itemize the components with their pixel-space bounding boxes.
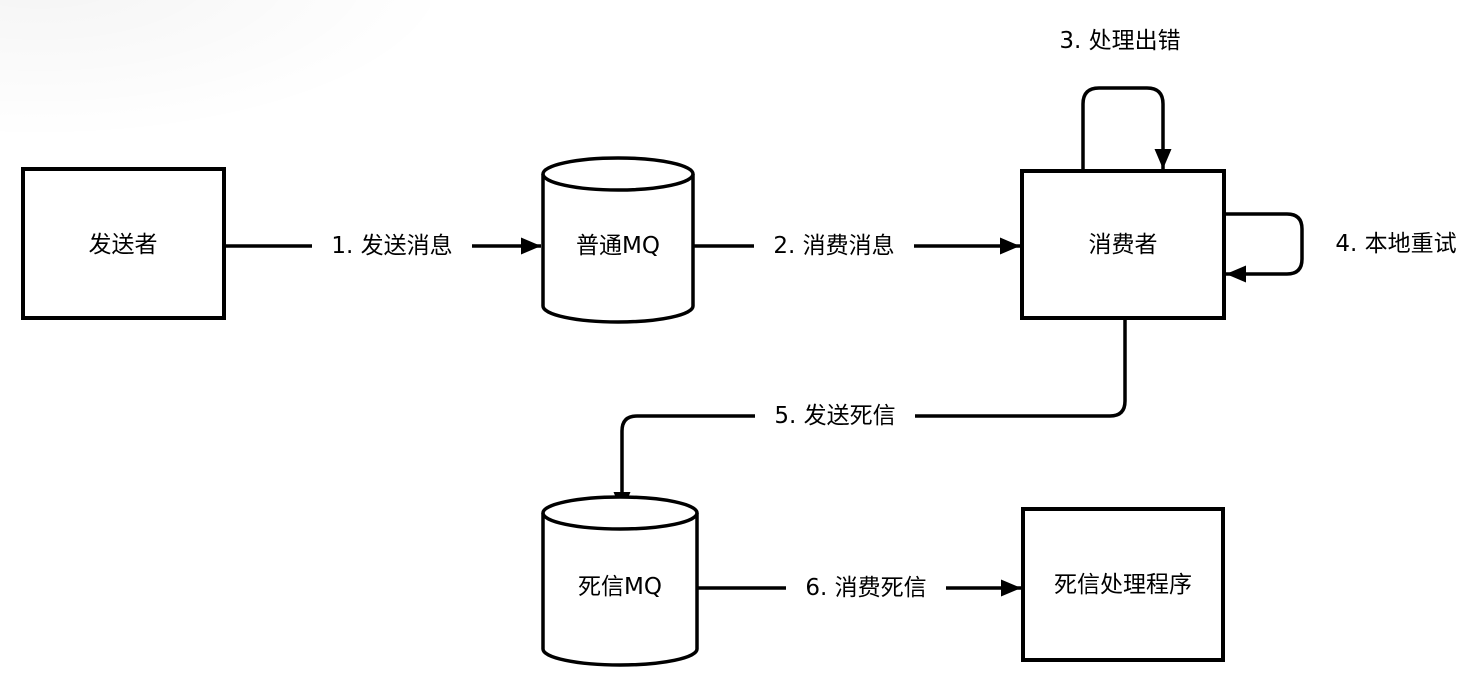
edge-send-message-label-bg xyxy=(312,231,472,261)
edge-send-message-label: 1. 发送消息 xyxy=(331,233,452,259)
edge-send-dead-letter-label-bg xyxy=(755,401,915,431)
node-dead-letter-mq-cylinder-body xyxy=(541,513,699,667)
node-dead-letter-mq-cylinder-top xyxy=(541,495,699,531)
edge-local-retry-loop-arrow xyxy=(1224,212,1304,283)
node-dead-letter-handler-label: 死信处理程序 xyxy=(1054,572,1192,598)
edge-send-dead-letter-label: 5. 发送死信 xyxy=(774,403,895,429)
edge-processing-error-label: 3. 处理出错 xyxy=(1059,28,1180,54)
node-normal-mq-cylinder-body xyxy=(541,174,695,324)
edge-consume-message-label: 2. 消费消息 xyxy=(773,233,894,259)
node-sender-box xyxy=(21,167,226,320)
node-consumer-label: 消费者 xyxy=(1089,232,1158,258)
node-dead-letter-mq-label: 死信MQ xyxy=(578,574,662,600)
node-normal-mq-label: 普通MQ xyxy=(576,233,660,259)
edge-local-retry-label: 4. 本地重试 xyxy=(1335,231,1456,257)
node-sender-label: 发送者 xyxy=(89,232,158,258)
edge-consume-dead-letter-label: 6. 消费死信 xyxy=(805,575,926,601)
edge-consume-message-label-bg xyxy=(754,231,914,261)
edge-processing-error-loop-arrow xyxy=(1081,86,1172,171)
node-normal-mq-cylinder-top xyxy=(541,156,695,192)
edge-consume-dead-letter-label-bg xyxy=(786,573,946,603)
node-dead-letter-handler-box xyxy=(1021,507,1225,662)
node-consumer-box xyxy=(1020,169,1226,320)
